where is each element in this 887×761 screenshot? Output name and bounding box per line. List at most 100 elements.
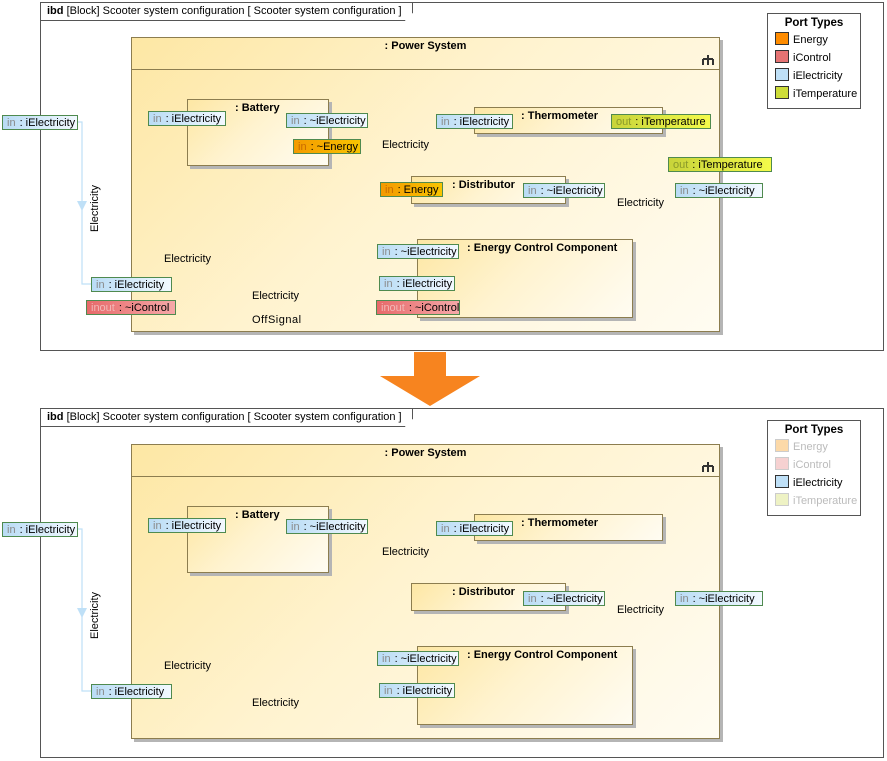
port-ecc-in-conj-electricity[interactable]: in: ~iElectricity bbox=[377, 651, 459, 666]
legend-label: iElectricity bbox=[793, 70, 843, 82]
down-arrow-icon bbox=[380, 352, 480, 406]
port-type: : ~Energy bbox=[310, 141, 358, 153]
port-outer-in-electricity[interactable]: in: iElectricity bbox=[2, 115, 78, 130]
frame-context: [ Scooter system configuration ] bbox=[247, 411, 402, 423]
port-type: : ~iElectricity bbox=[540, 185, 603, 197]
port-thermometer-in-electricity[interactable]: in: iElectricity bbox=[436, 521, 513, 536]
connector-label: OffSignal bbox=[252, 314, 302, 326]
port-type: : iElectricity bbox=[396, 685, 453, 697]
divider bbox=[132, 69, 719, 70]
legend-label: iElectricity bbox=[793, 477, 843, 489]
port-direction: in bbox=[528, 593, 537, 605]
port-direction: in bbox=[680, 593, 689, 605]
port-type: : iElectricity bbox=[108, 686, 165, 698]
color-swatch bbox=[775, 439, 789, 452]
port-direction: in bbox=[96, 279, 105, 291]
port-direction: in bbox=[7, 117, 16, 129]
legend-label: iControl bbox=[793, 459, 831, 471]
port-type: : ~iElectricity bbox=[303, 115, 366, 127]
port-direction: in bbox=[385, 184, 394, 196]
port-ps-in-conj-electricity[interactable]: in: ~iElectricity bbox=[675, 183, 763, 198]
part-title: : Power System bbox=[384, 40, 467, 52]
connector-label: Electricity bbox=[164, 660, 212, 672]
connector-label: Electricity bbox=[617, 197, 665, 209]
color-swatch bbox=[775, 493, 789, 506]
port-direction: in bbox=[291, 521, 300, 533]
connector-label: Electricity bbox=[164, 253, 212, 265]
port-type: : Energy bbox=[397, 184, 439, 196]
port-direction: in bbox=[441, 523, 450, 535]
part-title: : Distributor bbox=[452, 586, 515, 598]
port-distributor-in-energy[interactable]: in: Energy bbox=[380, 182, 443, 197]
part-battery[interactable]: : Battery bbox=[187, 99, 329, 166]
port-type: : iElectricity bbox=[165, 520, 222, 532]
port-types-legend: Port Types Energy iControl iElectricity … bbox=[767, 13, 861, 109]
port-distributor-in-conj-electricity[interactable]: in: ~iElectricity bbox=[523, 591, 605, 606]
port-direction: in bbox=[96, 686, 105, 698]
color-swatch bbox=[775, 50, 789, 63]
legend-item-energy: Energy bbox=[768, 32, 860, 50]
legend-item-ielectricity: iElectricity bbox=[768, 68, 860, 86]
port-ps-in-conj-electricity[interactable]: in: ~iElectricity bbox=[675, 591, 763, 606]
color-swatch bbox=[775, 68, 789, 81]
port-direction: in bbox=[441, 116, 450, 128]
part-title: : Battery bbox=[235, 509, 280, 521]
port-battery-in-energy[interactable]: in: ~Energy bbox=[293, 139, 361, 154]
port-direction: in bbox=[7, 524, 16, 536]
connector-label: Electricity bbox=[89, 591, 101, 639]
port-ecc-in-electricity[interactable]: in: iElectricity bbox=[379, 276, 455, 291]
port-type: : iElectricity bbox=[396, 278, 453, 290]
port-thermometer-in-electricity[interactable]: in: iElectricity bbox=[436, 114, 513, 129]
part-title: : Energy Control Component bbox=[467, 242, 618, 254]
port-outer-in-electricity[interactable]: in: iElectricity bbox=[2, 522, 78, 537]
port-type: : iElectricity bbox=[19, 524, 76, 536]
port-type: : ~iElectricity bbox=[692, 593, 755, 605]
port-ps-inout-control[interactable]: inout: ~iControl bbox=[86, 300, 176, 315]
port-type: : iElectricity bbox=[19, 117, 76, 129]
port-type: : ~iElectricity bbox=[692, 185, 755, 197]
port-ps-out-temperature[interactable]: out: iTemperature bbox=[668, 157, 772, 172]
part-battery[interactable]: : Battery bbox=[187, 506, 329, 573]
legend-label: iTemperature bbox=[793, 495, 858, 507]
port-direction: inout bbox=[381, 302, 405, 314]
port-direction: in bbox=[382, 653, 391, 665]
port-battery-in-electricity[interactable]: in: iElectricity bbox=[148, 518, 226, 533]
connector-label: Electricity bbox=[382, 546, 430, 558]
legend-label: Energy bbox=[793, 34, 828, 46]
port-direction: in bbox=[528, 185, 537, 197]
port-ps-in-electricity[interactable]: in: iElectricity bbox=[91, 277, 172, 292]
connector-label: Electricity bbox=[382, 139, 430, 151]
port-thermometer-out-temperature[interactable]: out: iTemperature bbox=[611, 114, 711, 129]
port-type: : iTemperature bbox=[692, 159, 763, 171]
port-type: : ~iElectricity bbox=[303, 521, 366, 533]
port-battery-in-conj-electricity[interactable]: in: ~iElectricity bbox=[286, 113, 368, 128]
port-direction: in bbox=[153, 113, 162, 125]
color-swatch bbox=[775, 32, 789, 45]
legend-item-ielectricity: iElectricity bbox=[768, 475, 860, 493]
port-type: : iElectricity bbox=[453, 523, 510, 535]
frame-kind: ibd bbox=[47, 5, 64, 17]
legend-item-icontrol: iControl bbox=[768, 50, 860, 68]
port-distributor-in-conj-electricity[interactable]: in: ~iElectricity bbox=[523, 183, 605, 198]
frame-title: [Block] Scooter system configuration bbox=[66, 411, 245, 423]
port-direction: in bbox=[298, 141, 307, 153]
port-type: : iElectricity bbox=[108, 279, 165, 291]
legend-item-energy: Energy bbox=[768, 439, 860, 457]
frame-header: ibd [Block] Scooter system configuration… bbox=[41, 409, 413, 427]
port-ecc-in-electricity[interactable]: in: iElectricity bbox=[379, 683, 455, 698]
frame-kind: ibd bbox=[47, 411, 64, 423]
color-swatch bbox=[775, 475, 789, 488]
port-battery-in-electricity[interactable]: in: iElectricity bbox=[148, 111, 226, 126]
port-ecc-inout-control[interactable]: inout: ~iControl bbox=[376, 300, 460, 315]
port-battery-in-conj-electricity[interactable]: in: ~iElectricity bbox=[286, 519, 368, 534]
port-direction: out bbox=[616, 116, 632, 128]
port-ps-in-electricity[interactable]: in: iElectricity bbox=[91, 684, 172, 699]
port-ecc-in-conj-electricity[interactable]: in: ~iElectricity bbox=[377, 244, 459, 259]
port-direction: inout bbox=[91, 302, 115, 314]
port-type: : ~iElectricity bbox=[394, 246, 457, 258]
port-direction: out bbox=[673, 159, 689, 171]
port-type: : iElectricity bbox=[165, 113, 222, 125]
port-type: : ~iControl bbox=[408, 302, 460, 314]
legend-label: Energy bbox=[793, 441, 828, 453]
part-title: : Power System bbox=[384, 447, 467, 459]
